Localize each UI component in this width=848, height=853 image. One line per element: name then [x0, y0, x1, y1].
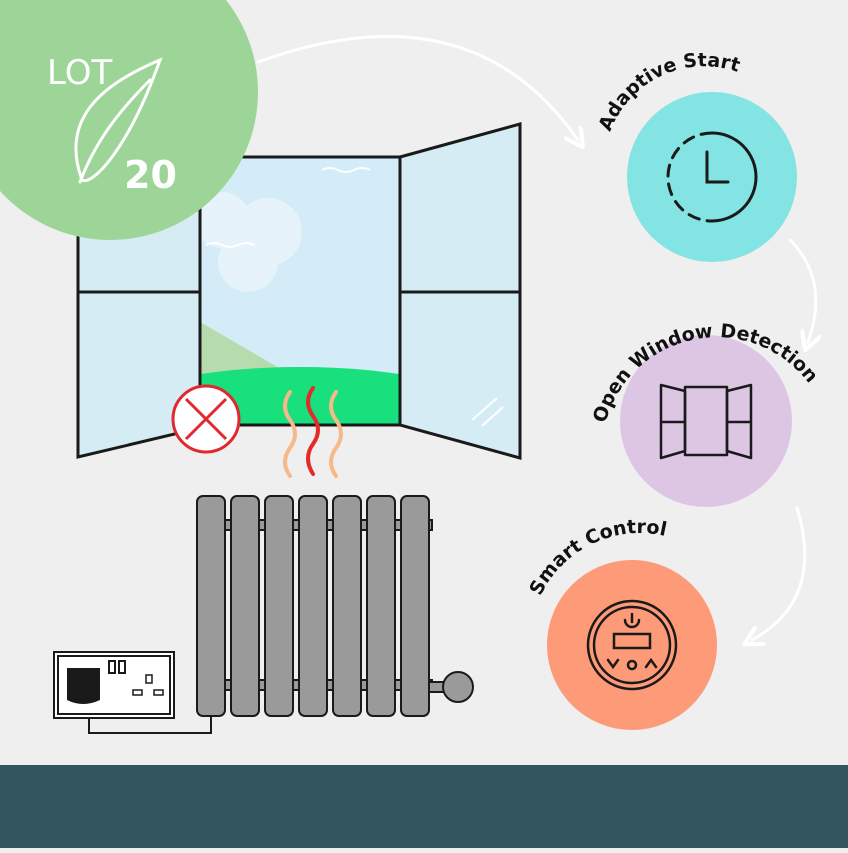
- grass: [200, 367, 400, 425]
- lot-badge: LOT 20: [0, 0, 258, 240]
- wall-socket-illustration: [53, 651, 212, 734]
- heat-waves-icon: [283, 386, 343, 478]
- clock-icon: [666, 131, 758, 223]
- open-window-icon: [659, 383, 753, 460]
- radiator-valve: [442, 671, 474, 703]
- footer-bar: [0, 765, 848, 848]
- leaf-icon: [74, 57, 163, 184]
- radiator-columns: [196, 495, 430, 717]
- arrow-to-open-window-detection: [788, 238, 816, 342]
- no-heat-cross-icon: [171, 384, 241, 454]
- outdoor-scene: [200, 157, 400, 425]
- arrow-to-adaptive-start: [256, 35, 578, 140]
- power-icon: [623, 618, 641, 629]
- plug-icon: [67, 668, 100, 704]
- arrow-to-smart-control: [752, 506, 807, 640]
- lot-prefix: LOT: [47, 53, 112, 93]
- thermostat-control-icon: [586, 599, 678, 691]
- flow-arrows: [256, 35, 816, 640]
- radiator-illustration: [196, 495, 474, 717]
- lot-number: 20: [124, 153, 177, 197]
